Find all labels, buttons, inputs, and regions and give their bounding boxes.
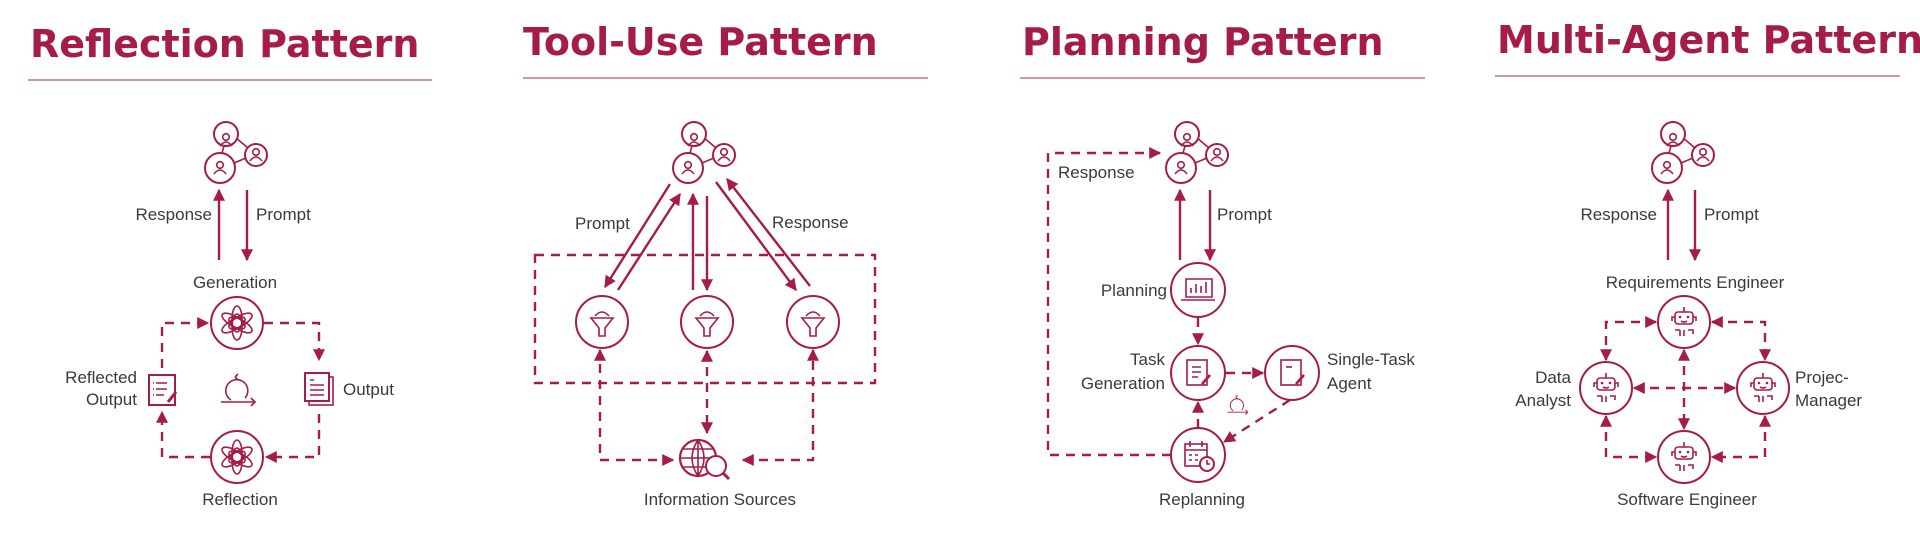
prompt-arrow xyxy=(715,181,797,291)
agent-link-arrow xyxy=(1710,414,1771,463)
funnel-icon xyxy=(786,295,840,349)
robot-icon xyxy=(1579,361,1633,415)
tools-boundary xyxy=(533,253,877,385)
globe-search-icon xyxy=(678,438,731,481)
replanning-label: Replanning xyxy=(1159,490,1245,509)
agent-link-arrow xyxy=(1710,316,1771,362)
flow-arrow xyxy=(264,321,325,362)
prompt-label: Prompt xyxy=(1217,205,1272,224)
project-manager-label: Manager xyxy=(1795,391,1862,410)
information-sources-label: Information Sources xyxy=(644,490,796,509)
calendar-clock-icon xyxy=(1170,427,1226,483)
funnel-icon xyxy=(575,295,629,349)
agent-link-arrow xyxy=(1600,414,1658,463)
data-flow-arrow xyxy=(594,348,675,466)
response-label: Response xyxy=(1580,205,1657,224)
document-list-icon xyxy=(147,373,178,407)
reflection-panel: Reflection Pattern Response Prompt Gener… xyxy=(28,22,432,509)
flow-arrow xyxy=(160,317,210,368)
flow-arrow xyxy=(156,410,210,459)
agent-link-arrow xyxy=(1600,316,1658,362)
robot-icon xyxy=(1736,361,1790,415)
data-analyst-label: Analyst xyxy=(1515,391,1571,410)
cycle-icon xyxy=(1226,394,1249,416)
funnel-icon xyxy=(680,295,734,349)
project-manager-label: Projec- xyxy=(1795,368,1849,387)
multi-agent-title: Multi-Agent Pattern xyxy=(1497,18,1920,62)
openai-knot-icon xyxy=(210,296,264,350)
response-label: Response xyxy=(1058,163,1135,182)
reflected-output-label: Output xyxy=(86,390,137,409)
laptop-chart-icon xyxy=(1170,262,1226,318)
generation-label: Generation xyxy=(193,273,277,292)
document-pages-icon xyxy=(304,372,334,406)
openai-knot-icon xyxy=(210,430,264,484)
users-network-icon xyxy=(1652,122,1714,183)
response-label: Response xyxy=(772,213,849,232)
document-list-icon xyxy=(1169,344,1227,402)
robot-icon xyxy=(1657,295,1711,349)
users-network-icon xyxy=(1166,122,1228,183)
flow-arrow xyxy=(1222,398,1291,444)
prompt-arrow xyxy=(603,183,672,289)
task-generation-label: Task xyxy=(1130,350,1165,369)
single-task-agent-label: Single-Task xyxy=(1327,350,1415,369)
planning-label: Planning xyxy=(1101,281,1167,300)
data-analyst-label: Data xyxy=(1535,368,1571,387)
output-label: Output xyxy=(343,380,394,399)
data-flow-arrow xyxy=(741,348,819,466)
reflection-label: Reflection xyxy=(202,490,278,509)
robot-icon xyxy=(1657,430,1711,484)
prompt-label: Prompt xyxy=(256,205,311,224)
planning-title: Planning Pattern xyxy=(1022,20,1384,64)
reflected-output-label: Reflected xyxy=(65,368,137,387)
task-generation-label: Generation xyxy=(1081,374,1165,393)
reflection-title: Reflection Pattern xyxy=(30,22,419,66)
flow-arrow xyxy=(264,414,321,463)
multi-agent-panel: Multi-Agent Pattern Response Prompt Requ… xyxy=(1495,18,1920,509)
prompt-label: Prompt xyxy=(575,214,630,233)
users-network-icon xyxy=(205,122,267,183)
prompt-label: Prompt xyxy=(1704,205,1759,224)
planning-panel: Planning Pattern Response Prompt Plannin… xyxy=(1020,20,1425,509)
requirements-engineer-label: Requirements Engineer xyxy=(1606,273,1785,292)
response-loop-arrow xyxy=(1046,147,1171,457)
tool-use-title: Tool-Use Pattern xyxy=(523,20,878,64)
response-arrow xyxy=(726,178,811,287)
response-arrow xyxy=(616,192,682,291)
response-label: Response xyxy=(135,205,212,224)
cycle-icon xyxy=(220,373,256,407)
software-engineer-label: Software Engineer xyxy=(1617,490,1757,509)
tool-use-panel: Tool-Use Pattern Prompt Response Informa… xyxy=(523,20,928,509)
single-task-agent-label: Agent xyxy=(1327,374,1372,393)
document-edit-icon xyxy=(1263,344,1321,402)
users-network-icon xyxy=(673,122,735,183)
